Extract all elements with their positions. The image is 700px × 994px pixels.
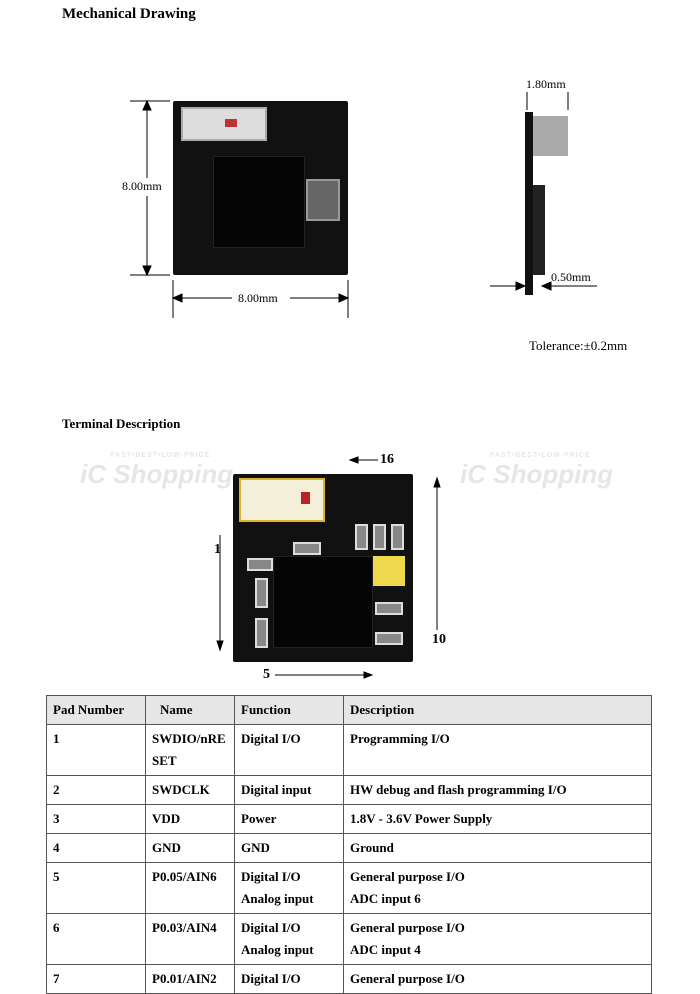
name-cell: VDD	[145, 804, 235, 834]
height-dimension-label: 8.00mm	[122, 179, 162, 193]
function-line: Digital I/O	[241, 869, 301, 884]
thickness-dimension-label: 1.80mm	[526, 77, 566, 91]
dimension-lines	[130, 92, 597, 318]
header-pad-number: Pad Number	[46, 695, 146, 725]
width-dimension-label: 8.00mm	[238, 291, 278, 305]
mcu-chip	[273, 556, 373, 648]
module-top-view-image	[173, 101, 348, 275]
module-terminal-image	[233, 474, 413, 662]
description-cell: HW debug and flash programming I/O	[343, 775, 652, 805]
pad-cell: 6	[46, 913, 146, 965]
pin-5-label: 5	[263, 667, 270, 682]
crystal-component	[373, 556, 405, 586]
name-cell: P0.03/AIN4	[145, 913, 235, 965]
header-name: Name	[145, 695, 235, 725]
function-cell: Digital I/O	[234, 724, 344, 776]
function-cell: Power	[234, 804, 344, 834]
name-cell: P0.05/AIN6	[145, 862, 235, 914]
pad-cell: 1	[46, 724, 146, 776]
description-cell: 1.8V - 3.6V Power Supply	[343, 804, 652, 834]
description-line: General purpose I/O	[350, 869, 465, 884]
function-cell: Digital input	[234, 775, 344, 805]
section-title-terminal: Terminal Description	[62, 416, 181, 431]
description-cell: General purpose I/O ADC input 6	[343, 862, 652, 914]
pin-10-label: 10	[432, 632, 446, 647]
tolerance-text: Tolerance:±0.2mm	[529, 338, 628, 353]
section-title-mechanical: Mechanical Drawing	[62, 6, 196, 22]
description-line: General purpose I/O	[350, 920, 465, 935]
pin-16-label: 16	[380, 452, 394, 467]
pad-cell: 7	[46, 964, 146, 994]
pad-cell: 3	[46, 804, 146, 834]
name-cell: P0.01/AIN2	[145, 964, 235, 994]
function-cell: Digital I/O Analog input	[234, 913, 344, 965]
pcb-thickness-label: 0.50mm	[551, 270, 591, 284]
description-line: ADC input 4	[350, 942, 421, 957]
function-cell: Digital I/O	[234, 964, 344, 994]
name-cell: GND	[145, 833, 235, 863]
pad-cell: 4	[46, 833, 146, 863]
function-line: Digital I/O	[241, 920, 301, 935]
pin-1-label: 1	[214, 542, 221, 557]
description-line: ADC input 6	[350, 891, 421, 906]
name-cell: SWDCLK	[145, 775, 235, 805]
pad-cell: 2	[46, 775, 146, 805]
button-component	[239, 478, 325, 522]
function-line: Analog input	[241, 942, 314, 957]
mcu-chip	[213, 156, 305, 248]
header-function: Function	[234, 695, 344, 725]
header-description: Description	[343, 695, 652, 725]
function-cell: Digital I/O Analog input	[234, 862, 344, 914]
button-component	[181, 107, 267, 141]
description-cell: Programming I/O	[343, 724, 652, 776]
function-line: Analog input	[241, 891, 314, 906]
function-cell: GND	[234, 833, 344, 863]
pad-cell: 5	[46, 862, 146, 914]
crystal-component	[306, 179, 340, 221]
name-cell: SWDIO/nRESET	[145, 724, 235, 776]
pin-direction-arrows	[216, 456, 441, 679]
table-header-row: Pad Number Name Function Description	[46, 695, 652, 725]
description-cell: General purpose I/O	[343, 964, 652, 994]
description-cell: Ground	[343, 833, 652, 863]
description-cell: General purpose I/O ADC input 4	[343, 913, 652, 965]
